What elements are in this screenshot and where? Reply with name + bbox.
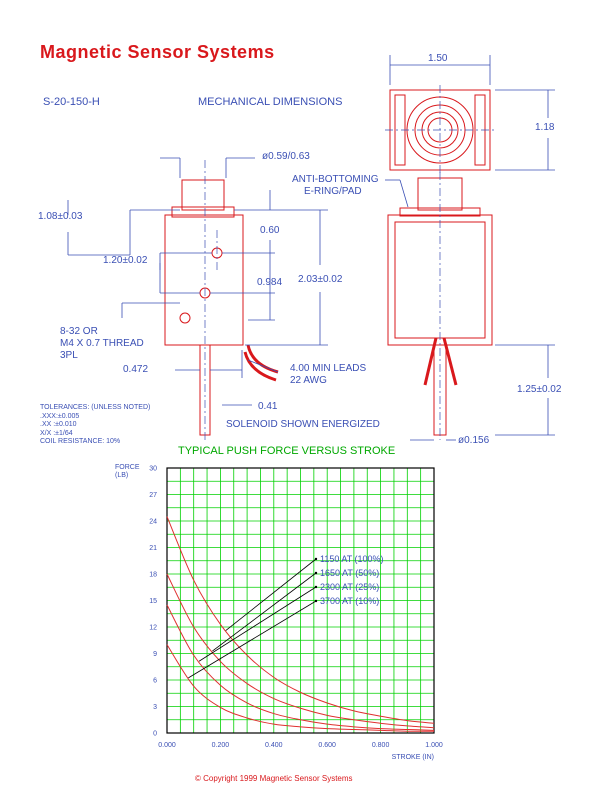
leads-note: 4.00 MIN LEADS 22 AWG	[290, 363, 366, 387]
dim-060-label: 0.60	[260, 225, 280, 236]
y-tick-label: 15	[149, 598, 157, 605]
part-number: S-20-150-H	[43, 96, 100, 108]
dim-0984-label: 0.984	[257, 277, 283, 288]
leads-line-1: 4.00 MIN LEADS	[290, 363, 367, 374]
x-tick-label: 0.800	[372, 742, 390, 749]
y-tick-label: 24	[149, 519, 157, 526]
y-tick-label: 3	[153, 704, 157, 711]
y-tick-label: 27	[149, 492, 157, 499]
force-stroke-chart: 0 3 6 9 12 15 18 21 24 27 30 0.000 0.200 0.400 0.600 0.…	[115, 464, 443, 761]
y-tick-label: 0	[153, 731, 157, 738]
dim-118-label: 1.18	[535, 122, 555, 133]
y-tick-label: 30	[149, 466, 157, 473]
tolerances-block: TOLERANCES: (UNLESS NOTED) .XXX:±0.005 .…	[40, 404, 150, 447]
leads-line-2: 22 AWG	[290, 375, 327, 386]
leader-dot	[314, 585, 318, 589]
section-title: MECHANICAL DIMENSIONS	[198, 96, 343, 108]
series-label-3700: 3700 AT (10%)	[320, 596, 379, 606]
tolerance-line: X/X :±1/64	[40, 429, 73, 437]
thread-line-3: 3PL	[60, 350, 78, 361]
tolerance-line: .XXX:±0.005	[40, 412, 80, 420]
leader-line	[212, 572, 317, 652]
plot-frame	[166, 467, 435, 734]
thread-line-2: M4 X 0.7 THREAD	[60, 338, 144, 349]
dim-height-label: 1.08±0.03	[38, 211, 83, 222]
chart-title: TYPICAL PUSH FORCE VERSUS STROKE	[178, 445, 396, 457]
dim-120-label: 1.20±0.02	[103, 255, 148, 266]
series-label-1650: 1650 AT (50%)	[320, 568, 379, 578]
y-tick-label: 18	[149, 572, 157, 579]
x-tick-label: 0.000	[158, 742, 176, 749]
y-tick-label: 9	[153, 651, 157, 658]
thread-line-1: 8-32 OR	[60, 326, 98, 337]
anti-bottoming-line-2: E-RING/PAD	[304, 186, 362, 197]
mechanical-drawing	[67, 55, 555, 441]
leader-line	[188, 600, 317, 679]
copyright: © Copyright 1999 Magnetic Sensor Systems	[195, 774, 353, 783]
leader-dot	[314, 571, 318, 575]
x-tick-label: 1.000	[425, 742, 443, 749]
dim-0156-label: ø0.156	[458, 435, 490, 446]
force-curve	[166, 516, 435, 724]
leader-dot	[314, 557, 318, 561]
y-axis-unit-label: (LB)	[115, 472, 128, 479]
x-tick-label: 0.600	[318, 742, 336, 749]
force-curve	[166, 604, 435, 731]
anti-bottoming-note: ANTI-BOTTOMING E-RING/PAD	[292, 174, 378, 198]
y-tick-label: 6	[153, 678, 157, 685]
leader-line	[198, 586, 317, 662]
dim-203-label: 2.03±0.02	[298, 274, 343, 285]
tolerance-line: .XX :±0.010	[40, 421, 77, 428]
leader-line	[225, 558, 317, 631]
front-view	[164, 179, 244, 436]
y-axis-label: FORCE	[115, 464, 140, 471]
series-label-1150: 1150 AT (100%)	[320, 554, 384, 564]
dim-041-label: 0.41	[258, 401, 278, 412]
y-tick-label: 21	[149, 545, 157, 552]
company-title: Magnetic Sensor Systems	[40, 42, 275, 62]
tolerances-heading: TOLERANCES: (UNLESS NOTED)	[40, 404, 151, 411]
dim-diameter-label: ø0.59/0.63	[262, 151, 310, 162]
series-label-2300: 2300 AT (25%)	[320, 582, 379, 592]
x-tick-label: 0.200	[212, 742, 230, 749]
coil-resistance: COIL RESISTANCE: 10%	[40, 438, 121, 445]
energized-note: SOLENOID SHOWN ENERGIZED	[226, 419, 380, 430]
x-axis-label: STROKE (IN)	[392, 754, 434, 761]
force-curve	[166, 644, 435, 732]
leader-dot	[314, 599, 318, 603]
y-tick-label: 12	[149, 625, 157, 632]
dim-0472-label: 0.472	[123, 364, 149, 375]
dim-width-label: 1.50	[428, 53, 448, 64]
thread-note: 8-32 OR M4 X 0.7 THREAD 3PL	[60, 326, 144, 362]
dim-125-label: 1.25±0.02	[517, 384, 562, 395]
anti-bottoming-line-1: ANTI-BOTTOMING	[292, 174, 379, 185]
x-tick-label: 0.400	[265, 742, 283, 749]
